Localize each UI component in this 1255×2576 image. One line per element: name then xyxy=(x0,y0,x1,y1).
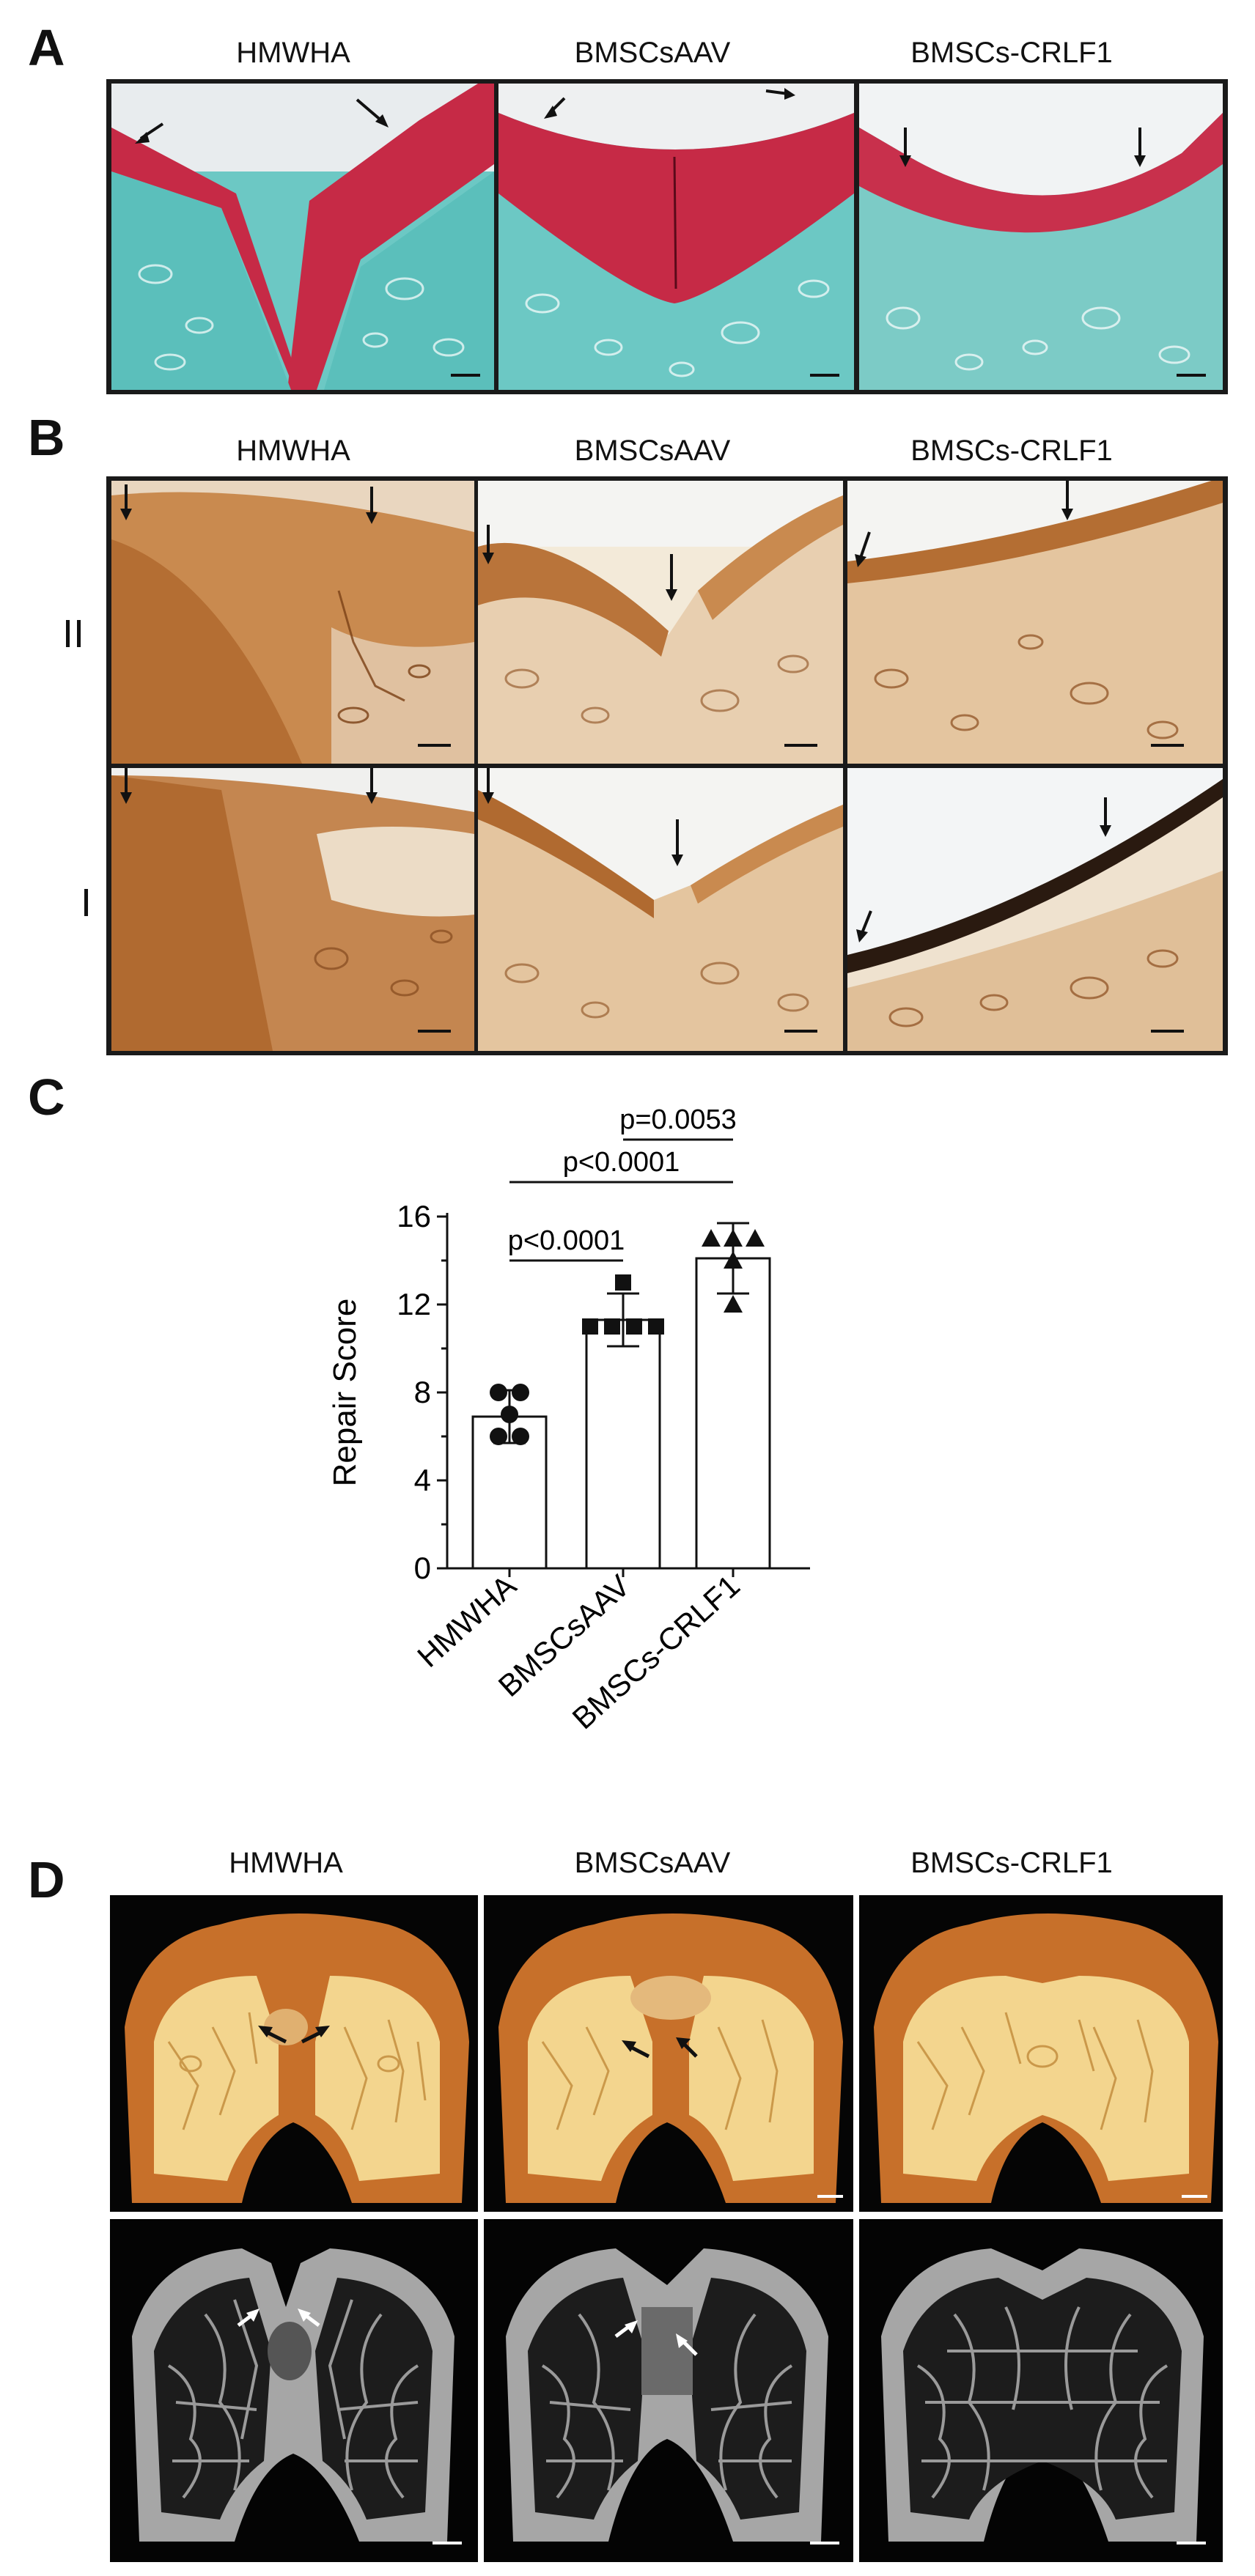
data-point xyxy=(615,1274,631,1291)
panel-b-image-i-hmwha xyxy=(111,768,474,1051)
panel-b-image-i-bmscsaav xyxy=(478,768,843,1051)
panel-d-letter: D xyxy=(28,1851,65,1908)
y-axis-label: Repair Score xyxy=(327,1299,363,1487)
scale-bar xyxy=(784,744,817,747)
panel-a-image-hmwha xyxy=(111,84,494,390)
data-point xyxy=(724,1229,743,1247)
data-point xyxy=(604,1318,620,1335)
panel-b-image-i-bmscs-crlf1 xyxy=(847,768,1223,1051)
scale-bar xyxy=(810,2542,839,2544)
scale-bar xyxy=(418,744,451,747)
panel-b-letter: B xyxy=(28,409,65,466)
significance-label: p<0.0001 xyxy=(563,1147,680,1178)
data-point xyxy=(501,1406,518,1423)
panel-a-image-bmscsaav xyxy=(498,84,854,390)
panel-b-title-hmwha: HMWHA xyxy=(236,435,350,467)
panel-b-title-bmscsaav: BMSCsAAV xyxy=(574,435,731,467)
panel-a-letter: A xyxy=(28,19,65,76)
data-point xyxy=(626,1318,642,1335)
scale-bar xyxy=(1182,2195,1207,2198)
panel-b-image-ii-bmscs-crlf1 xyxy=(847,481,1223,764)
panel-b-image-ii-bmscsaav xyxy=(478,481,843,764)
panel-d-3d-bmscs-crlf1 xyxy=(859,1895,1223,2212)
data-point xyxy=(582,1318,598,1335)
data-point xyxy=(724,1295,743,1313)
scale-bar xyxy=(784,1030,817,1033)
y-tick-label: 16 xyxy=(397,1199,431,1233)
scale-bar xyxy=(817,2195,843,2198)
bar-BMSCsAAV xyxy=(585,1318,661,1570)
scale-bar xyxy=(451,374,480,377)
scale-bar xyxy=(1177,2542,1206,2544)
data-point xyxy=(746,1229,765,1247)
panel-d-ct-bmscs-crlf1 xyxy=(859,2219,1223,2562)
panel-b-row-label-ii: II xyxy=(62,612,85,656)
scale-bar xyxy=(1151,1030,1184,1033)
y-tick-label: 4 xyxy=(414,1463,431,1497)
scale-bar xyxy=(1151,744,1184,747)
data-point xyxy=(512,1384,529,1401)
panel-d-3d-bmscsaav xyxy=(484,1895,853,2212)
panel-d-3d-hmwha xyxy=(110,1895,478,2212)
scale-bar xyxy=(1177,374,1206,377)
panel-d-ct-hmwha xyxy=(110,2219,478,2562)
data-point xyxy=(648,1318,664,1335)
panel-d-ct-bmscsaav xyxy=(484,2219,853,2562)
y-tick-label: 0 xyxy=(414,1551,431,1585)
data-point xyxy=(490,1384,507,1401)
y-tick-label: 8 xyxy=(414,1375,431,1409)
data-point xyxy=(702,1229,721,1247)
y-tick-label: 12 xyxy=(397,1287,431,1321)
panel-d-title-bmscsaav: BMSCsAAV xyxy=(574,1847,731,1879)
panel-d-title-hmwha: HMWHA xyxy=(229,1847,343,1879)
panel-b-row-label-i: I xyxy=(81,881,92,925)
data-point xyxy=(724,1251,743,1269)
panel-a-title-hmwha: HMWHA xyxy=(236,37,350,69)
scale-bar xyxy=(810,374,839,377)
panel-c-letter: C xyxy=(28,1069,65,1126)
panel-a-title-bmscsaav: BMSCsAAV xyxy=(574,37,731,69)
scale-bar xyxy=(418,1030,451,1033)
panel-b-image-ii-hmwha xyxy=(111,481,474,764)
scale-bar xyxy=(433,2542,462,2544)
data-point xyxy=(512,1428,529,1445)
panel-a-title-bmscs-crlf1: BMSCs-CRLF1 xyxy=(910,37,1113,69)
panel-b-title-bmscs-crlf1: BMSCs-CRLF1 xyxy=(910,435,1113,467)
panel-d-title-bmscs-crlf1: BMSCs-CRLF1 xyxy=(910,1847,1113,1879)
significance-label: p=0.0053 xyxy=(619,1104,737,1135)
data-point xyxy=(490,1428,507,1445)
panel-a-image-bmscs-crlf1 xyxy=(859,84,1223,390)
significance-label: p<0.0001 xyxy=(508,1225,625,1256)
